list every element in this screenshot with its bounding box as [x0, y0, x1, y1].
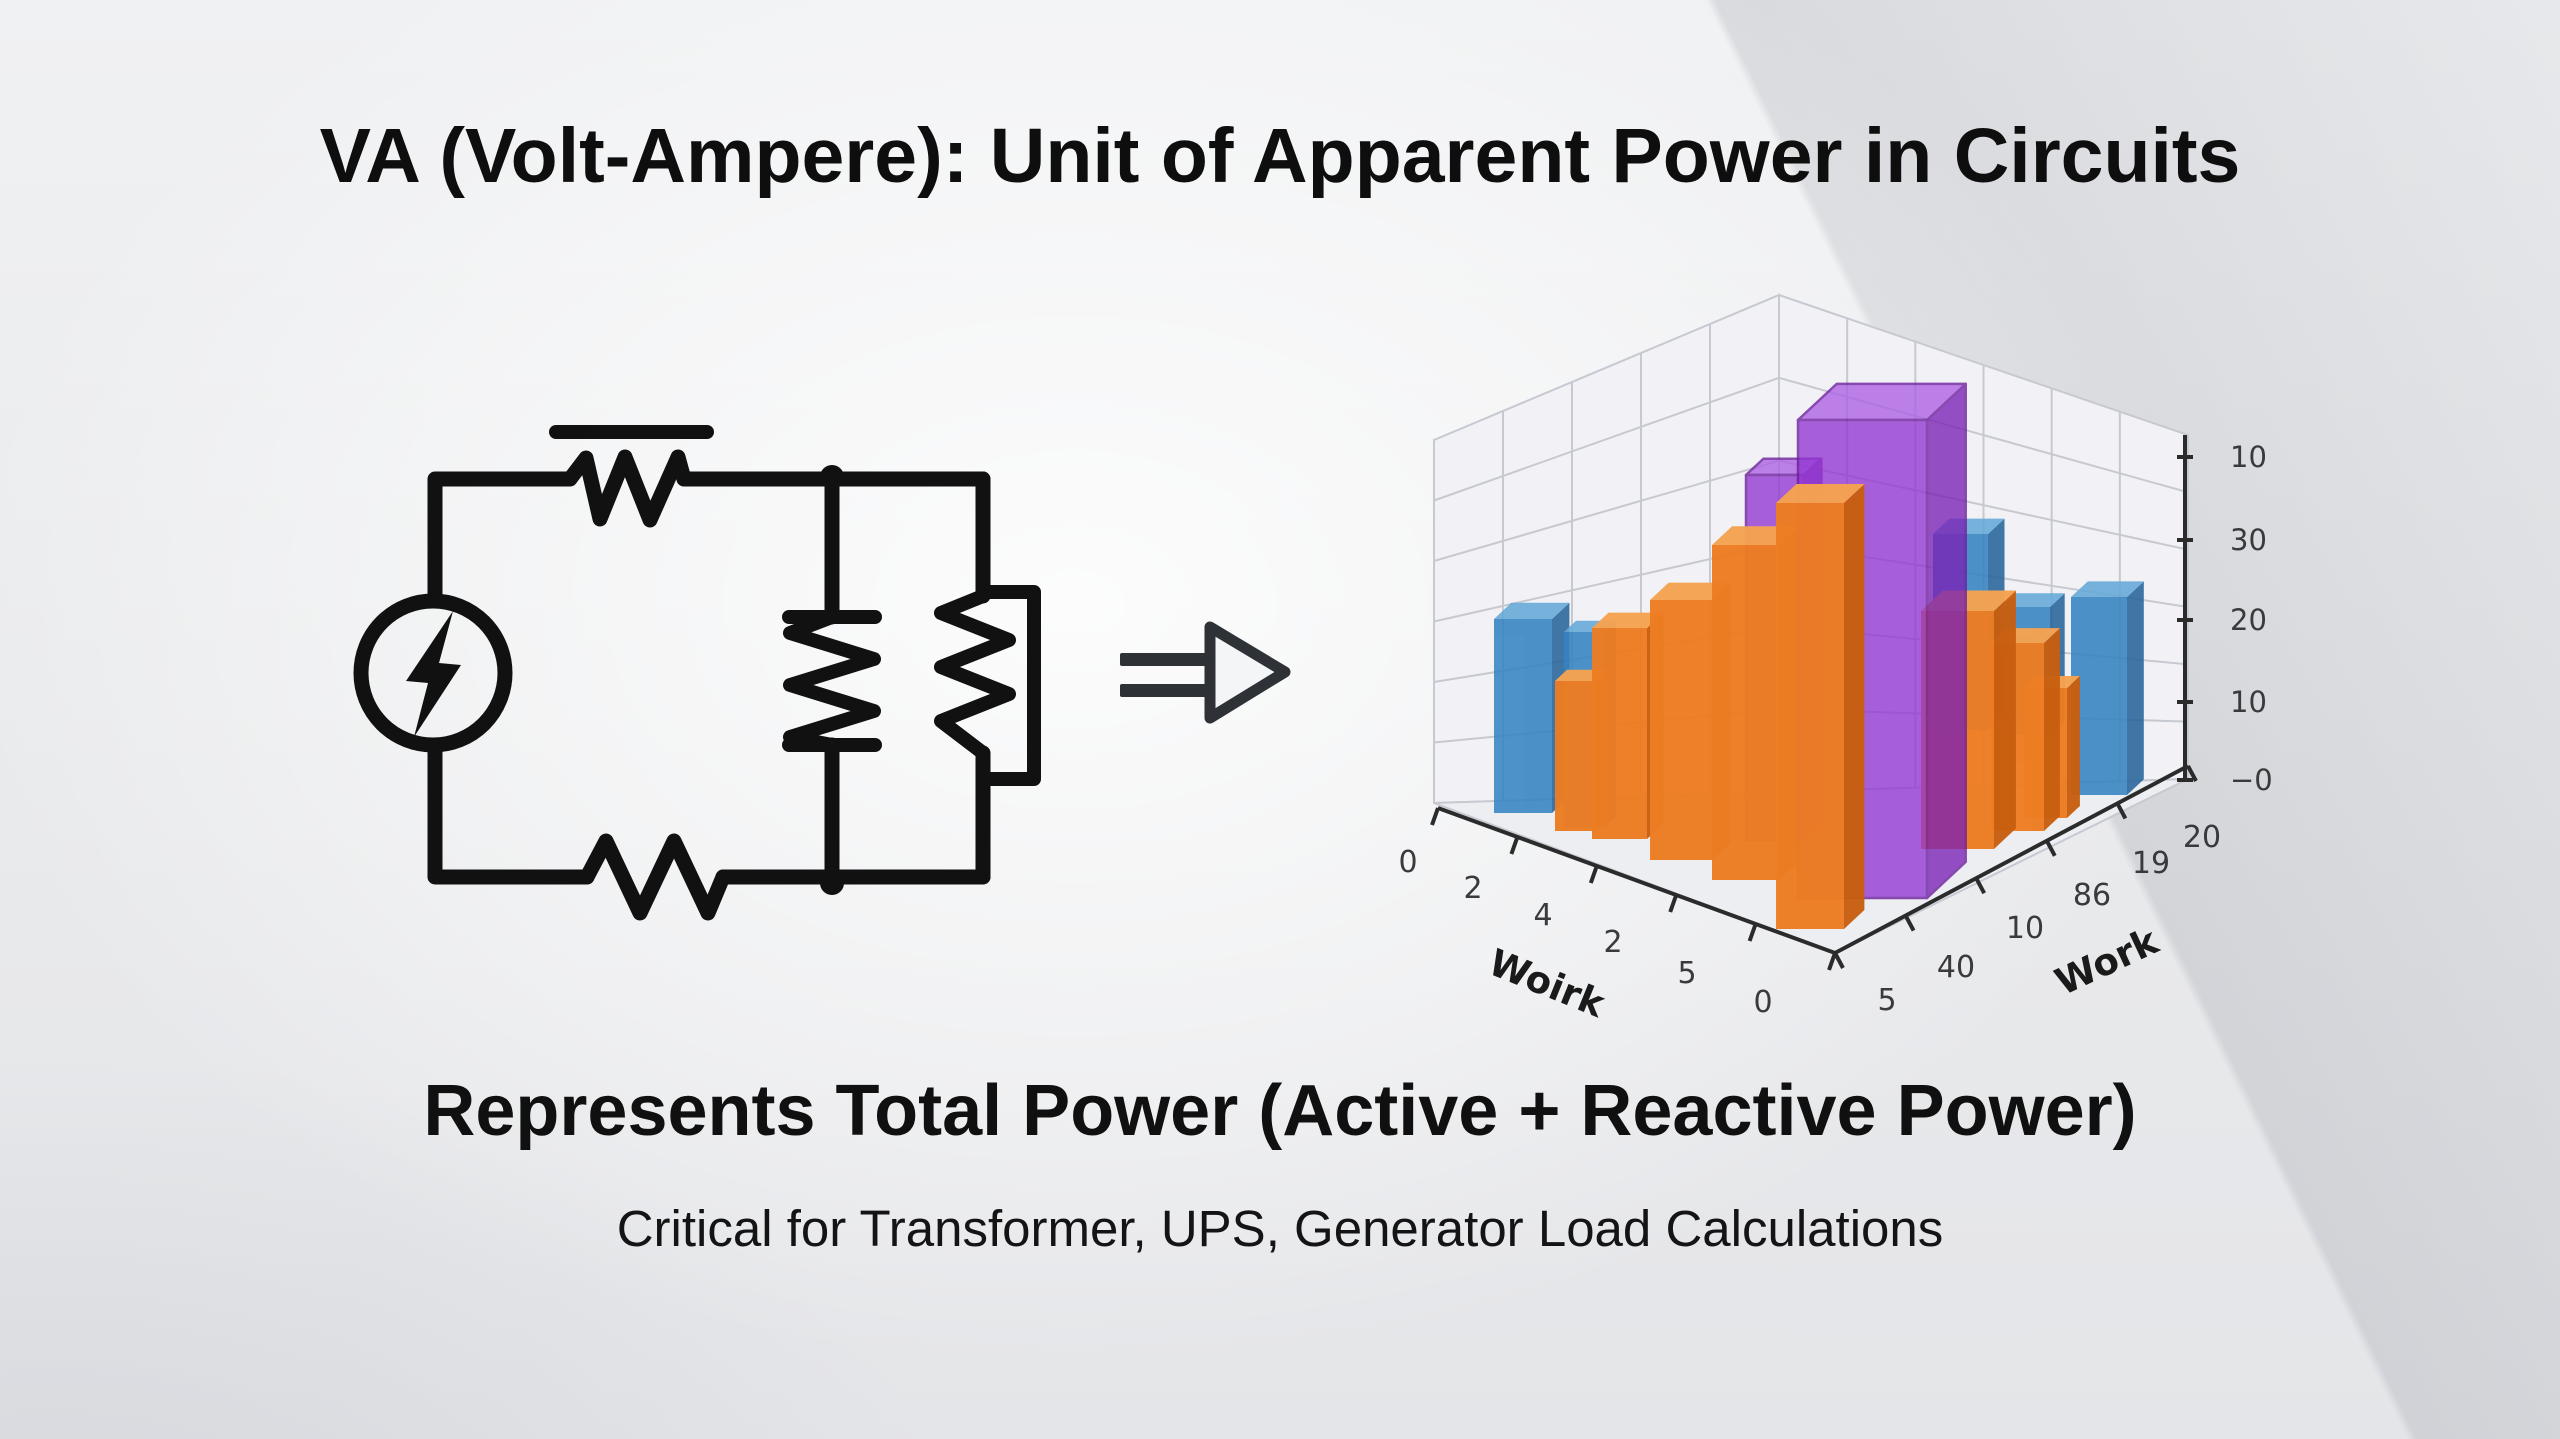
- svg-text:10: 10: [2230, 685, 2267, 719]
- svg-text:−0: −0: [2230, 763, 2273, 797]
- lightning-bolt-icon: [406, 611, 461, 737]
- svg-text:30: 30: [2230, 523, 2267, 557]
- page-title: VA (Volt-Ampere): Unit of Apparent Power…: [319, 113, 2241, 199]
- load-bracket: [976, 585, 1041, 786]
- junction-dot-top: [820, 465, 844, 489]
- caption-light: Critical for Transformer, UPS, Generator…: [616, 1200, 1944, 1257]
- resistor-top: [562, 449, 692, 528]
- svg-text:0: 0: [1753, 985, 1772, 1020]
- svg-text:2: 2: [1463, 871, 1482, 906]
- svg-text:20: 20: [2183, 820, 2221, 855]
- junction-dot-bottom: [820, 871, 844, 895]
- wire-left-bottom: [427, 737, 595, 885]
- svg-text:5: 5: [1677, 956, 1696, 991]
- svg-text:10: 10: [2230, 440, 2267, 474]
- svg-text:40: 40: [1937, 950, 1975, 985]
- svg-text:86: 86: [2073, 878, 2111, 913]
- ac-source: [353, 593, 513, 753]
- circuit-diagram: [353, 425, 1041, 921]
- wire-top: [427, 471, 578, 609]
- resistor-right: [934, 589, 1016, 760]
- svg-text:0: 0: [1398, 845, 1417, 880]
- resistor-middle: [783, 610, 881, 752]
- resistor-bottom: [579, 833, 731, 921]
- svg-text:19: 19: [2132, 846, 2170, 881]
- svg-text:4: 4: [1533, 898, 1552, 933]
- double-arrow-icon: [1120, 621, 1291, 724]
- svg-text:20: 20: [2230, 603, 2267, 637]
- caption-bold: Represents Total Power (Active + Reactiv…: [423, 1071, 2137, 1151]
- svg-text:Woirk: Woirk: [1483, 941, 1612, 1027]
- svg-text:10: 10: [2006, 911, 2044, 946]
- svg-text:2: 2: [1603, 925, 1622, 960]
- svg-text:Work: Work: [2049, 919, 2166, 1004]
- svg-text:5: 5: [1877, 983, 1896, 1018]
